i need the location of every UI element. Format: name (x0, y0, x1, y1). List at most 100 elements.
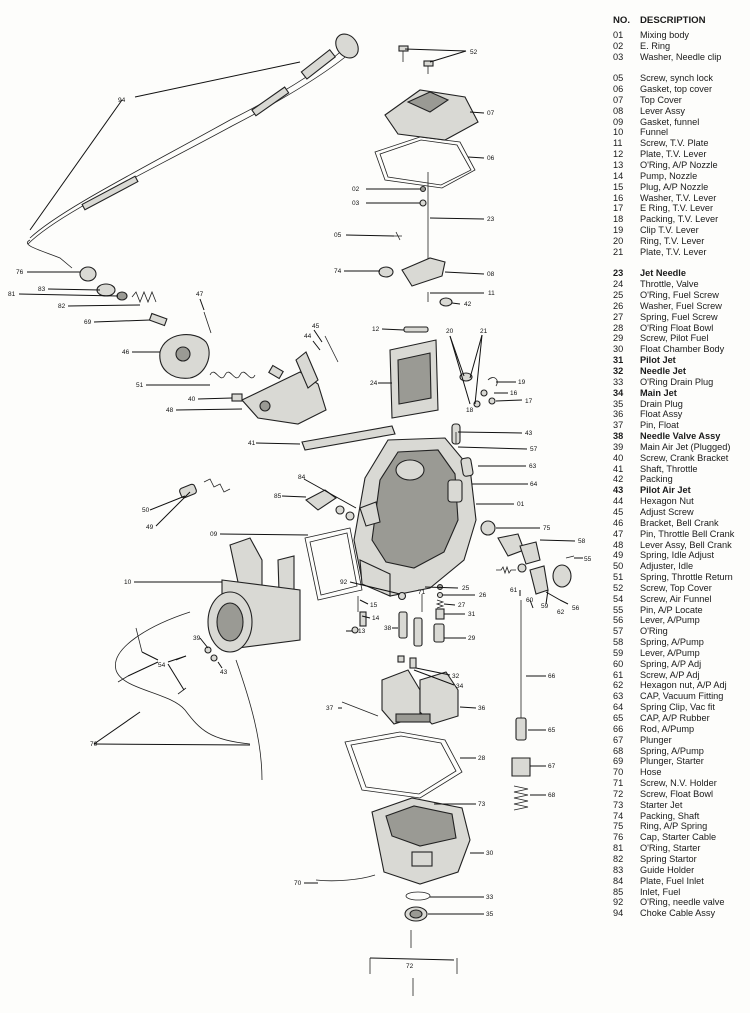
legend-part-number: 21 (613, 246, 624, 257)
legend-part-number: 34 (613, 387, 624, 398)
legend-part-description: Spring, A/P Adj (640, 658, 702, 669)
legend-part-description: Float Chamber Body (640, 344, 725, 355)
label-36: 36 (478, 705, 486, 712)
label-01: 01 (517, 501, 525, 508)
legend-part-description: Lever Assy (640, 105, 685, 116)
legend-row: 02 E. Ring (613, 41, 747, 52)
label-85: 85 (274, 493, 282, 500)
throttle-shaft (301, 425, 396, 451)
legend-gap (613, 62, 747, 73)
legend-part-number: 02 (613, 40, 624, 51)
legend-part-description: Plate, T.V. Lever (640, 149, 707, 160)
label-52: 52 (470, 49, 478, 56)
label-15: 15 (370, 602, 378, 609)
legend-part-description: Inlet, Fuel (640, 886, 681, 897)
legend-part-description: Shaft, Throttle (640, 463, 698, 474)
accelerator-pump-parts (480, 520, 575, 595)
label-94: 94 (118, 97, 126, 104)
label-05: 05 (334, 232, 342, 239)
legend-part-number: 46 (613, 517, 624, 528)
legend-part-number: 61 (613, 669, 624, 680)
legend-part-number: 11 (613, 138, 623, 149)
label-64: 64 (530, 481, 538, 488)
legend-part-description: Plunger (640, 734, 672, 745)
legend-part-number: 62 (613, 680, 624, 691)
legend-part-description: Gasket, funnel (640, 116, 700, 127)
label-18: 18 (466, 407, 474, 414)
legend-part-description: Lever, A/Pump (640, 647, 700, 658)
legend-part-description: Hexagon nut, A/P Adj (640, 680, 727, 691)
label-28: 28 (478, 755, 486, 762)
legend-part-description: Plunger, Starter (640, 756, 704, 767)
legend-part-number: 49 (613, 550, 624, 561)
legend-part-number: 26 (613, 300, 624, 311)
label-47: 47 (196, 291, 204, 298)
legend-part-number: 08 (613, 105, 624, 116)
legend-part-number: 24 (613, 279, 624, 290)
label-92: 92 (340, 579, 348, 586)
legend-part-description: Rod, A/Pump (640, 723, 695, 734)
label-09: 09 (210, 531, 218, 538)
label-17: 17 (525, 398, 533, 405)
legend-part-number: 10 (613, 127, 624, 138)
legend-part-number: 47 (613, 528, 624, 539)
legend-part-description: Needle Jet (640, 366, 686, 376)
legend-part-description: Packing, Shaft (640, 810, 700, 821)
legend-part-number: 23 (613, 268, 624, 279)
exploded-carburetor-diagram: 94 52 07 06 02 03 23 05 74 08 11 42 76 8… (8, 33, 592, 996)
label-50: 50 (142, 507, 150, 514)
legend-part-description: Adjuster, Idle (640, 561, 694, 572)
legend-part-description: Clip T.V. Lever (640, 225, 699, 236)
pump-rod-parts (511, 600, 531, 811)
label-76: 76 (16, 269, 24, 276)
legend-part-description: Starter Jet (640, 799, 683, 810)
label-29: 29 (468, 635, 476, 642)
part-number-labels: 94 52 07 06 02 03 23 05 74 08 11 42 76 8… (8, 49, 592, 970)
legend-part-number: 81 (613, 843, 624, 854)
legend-part-description: O'Ring, Fuel Screw (640, 290, 719, 301)
legend-part-description: O'Ring Float Bowl (640, 322, 714, 333)
label-51: 51 (136, 382, 144, 389)
label-16: 16 (510, 390, 518, 397)
label-45: 45 (312, 323, 320, 330)
legend-part-description: E. Ring (640, 40, 671, 51)
legend-part-description: Spring, A/Pump (640, 637, 704, 648)
mixing-body (353, 423, 477, 597)
legend-part-number: 31 (613, 355, 624, 366)
label-58: 58 (578, 538, 586, 545)
label-74: 74 (334, 268, 342, 275)
legend-part-description: Top Cover (640, 94, 682, 105)
legend-part-number: 65 (613, 713, 624, 723)
label-35: 35 (486, 911, 494, 918)
legend-part-description: Screw, Crank Bracket (640, 452, 729, 463)
legend-row: 62 Hexagon nut, A/P Adj (613, 680, 747, 691)
label-06: 06 (487, 155, 495, 162)
legend-part-description: Washer, T.V. Lever (640, 192, 717, 203)
legend-part-number: 03 (613, 51, 624, 62)
legend-part-description: Bracket, Bell Crank (640, 517, 719, 528)
